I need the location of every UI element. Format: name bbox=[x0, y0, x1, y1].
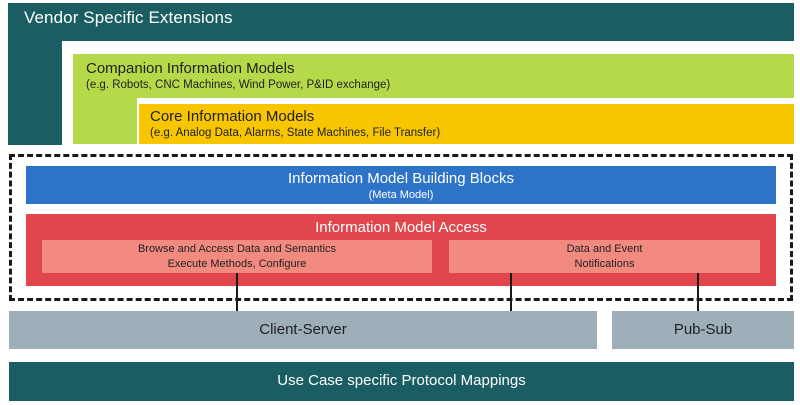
client-server-band bbox=[9, 311, 597, 349]
vendor-extensions-band bbox=[8, 3, 794, 41]
companion-models-side bbox=[73, 54, 137, 144]
protocol-mappings-label: Use Case specific Protocol Mappings bbox=[277, 372, 526, 389]
companion-models-band bbox=[73, 54, 794, 98]
browse-access-line-2: Execute Methods, Configure bbox=[167, 258, 307, 270]
pub-sub-label: Pub-Sub bbox=[673, 321, 733, 338]
pub-sub-band bbox=[612, 311, 794, 349]
connector-line bbox=[510, 273, 512, 311]
vendor-extensions-label: Vendor Specific Extensions bbox=[24, 8, 233, 27]
browse-access-box: Browse and Access Data and Semantics Exe… bbox=[42, 240, 432, 273]
browse-access-line-1: Browse and Access Data and Semantics bbox=[137, 243, 337, 255]
base-layer-boundary bbox=[9, 154, 793, 301]
model-access-label: Information Model Access bbox=[315, 219, 487, 236]
companion-models-examples: (e.g. Robots, CNC Machines, Wind Power, … bbox=[86, 79, 391, 91]
building-blocks-band bbox=[26, 166, 776, 204]
events-line-2: Notifications bbox=[574, 258, 635, 270]
protocol-mappings-band bbox=[9, 362, 794, 401]
events-line-1: Data and Event bbox=[566, 243, 643, 255]
events-notifications-box: Data and Event Notifications bbox=[449, 240, 760, 273]
core-models-label: Core Information Models bbox=[150, 108, 315, 125]
client-server-label: Client-Server bbox=[259, 321, 347, 338]
connector-line bbox=[697, 273, 699, 311]
companion-models-label: Companion Information Models bbox=[86, 60, 295, 77]
core-models-examples: (e.g. Analog Data, Alarms, State Machine… bbox=[150, 127, 441, 139]
building-blocks-label: Information Model Building Blocks bbox=[288, 170, 514, 187]
building-blocks-subtitle: (Meta Model) bbox=[368, 189, 434, 201]
core-models-band bbox=[139, 104, 794, 144]
vendor-extensions-side bbox=[8, 3, 62, 145]
connector-line bbox=[236, 273, 238, 311]
